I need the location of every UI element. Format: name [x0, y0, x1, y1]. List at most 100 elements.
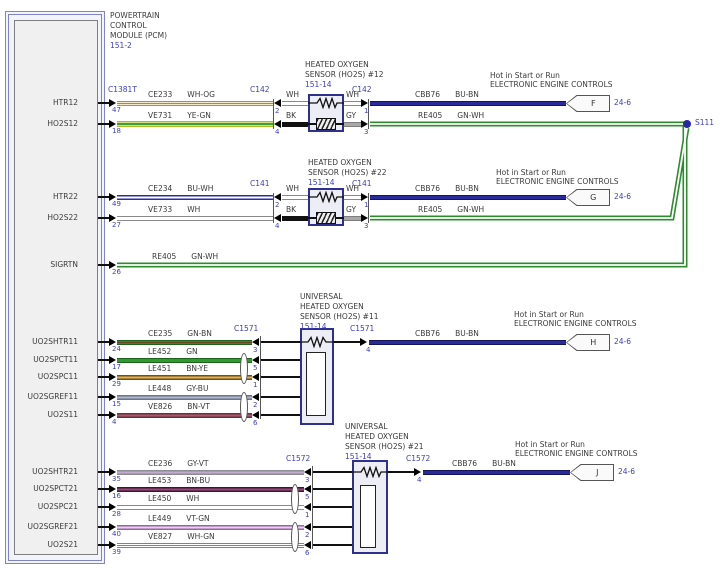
- wire-arrowhead: [109, 541, 116, 549]
- connector-c142-left-line: [273, 99, 274, 129]
- sensor-cell: [360, 485, 376, 548]
- dest-connector-j: J: [570, 464, 614, 481]
- connector-pin: 1: [253, 381, 258, 389]
- connector-pin: 3: [305, 476, 310, 484]
- connector-c1571-left-label: C1571: [234, 324, 259, 333]
- heater-element-icon: [316, 212, 336, 224]
- wire-cbb76-h: [369, 340, 566, 345]
- connector-c1571-right-label: C1571: [350, 324, 375, 333]
- sensor-zigzag-icon: [352, 466, 388, 478]
- dest-connector-f: F: [566, 95, 610, 112]
- circuit-id: VE733: [148, 205, 173, 214]
- connector-c141-right-label: C141: [352, 179, 372, 188]
- connector-pin: 4: [366, 346, 371, 354]
- pcm-pin-stub: [98, 414, 109, 416]
- u11-page-ref: 151-14: [300, 322, 327, 331]
- wire-arrowhead: [252, 411, 259, 419]
- circuit-id: CE236: [148, 459, 173, 468]
- pcm-pin-stub: [98, 506, 109, 508]
- circuit-id: CE233: [148, 90, 173, 99]
- connector-c1572-left-label: C1572: [286, 454, 311, 463]
- connector-c1572-right-label: C1572: [406, 454, 431, 463]
- wire-arrowhead: [304, 468, 311, 476]
- pcm-pin-stub: [98, 359, 109, 361]
- wire-le448: [117, 395, 252, 400]
- circuit-id: CBB76: [415, 184, 441, 193]
- stub-label: WH: [286, 90, 300, 99]
- wire-label: VE731 YE-GN: [148, 111, 211, 121]
- wire-color-code: BU-WH: [187, 184, 214, 193]
- dest-hot-label: Hot in Start or Run: [515, 440, 585, 449]
- wire-ve731: [117, 121, 273, 127]
- heater-lead: [308, 217, 318, 219]
- wire-cbb76-j: [423, 470, 570, 475]
- pcm-pin-label: UO2SPCT11: [33, 355, 78, 364]
- pcm-pin-number: 39: [112, 548, 121, 556]
- pcm-pin-number: 17: [112, 363, 121, 371]
- wire-arrowhead: [252, 356, 259, 364]
- u21-title-line2: HEATED OXYGEN: [345, 432, 409, 441]
- wire-color-code: BN-YE: [186, 364, 209, 373]
- s22-page-ref: 151-14: [308, 178, 335, 187]
- sensor-lead: [261, 396, 307, 398]
- circuit-id: VE731: [148, 111, 173, 120]
- wire-color-code: BN-BU: [186, 476, 211, 485]
- circuit-id: RE405: [418, 205, 443, 214]
- connector-pin: 2: [253, 401, 258, 409]
- wire-color-code: BN-VT: [187, 402, 210, 411]
- connector-pin: 1: [364, 107, 369, 115]
- wire-arrowhead: [109, 338, 116, 346]
- stub-wh: [282, 195, 308, 200]
- wire-arrowhead: [109, 485, 116, 493]
- pcm-pin-label: UO2SPC21: [37, 502, 78, 511]
- dest-page-ref: 24-6: [614, 98, 632, 107]
- wire-ce234: [117, 195, 273, 200]
- s12-page-ref: 151-14: [305, 80, 332, 89]
- wire-le453: [117, 487, 304, 492]
- sensor-lead: [261, 341, 302, 343]
- dest-name-label: ELECTRONIC ENGINE CONTROLS: [496, 177, 619, 186]
- sensor-lead: [261, 359, 307, 361]
- wire-arrowhead: [361, 193, 368, 201]
- connector-pin: 2: [275, 107, 280, 115]
- pcm-pin-stub: [98, 196, 109, 198]
- connector-c141-left-label: C141: [250, 179, 270, 188]
- wire-arrowhead: [109, 503, 116, 511]
- pcm-pin-label: HTR22: [53, 192, 78, 201]
- connector-pin: 4: [417, 476, 422, 484]
- sensor-zigzag-icon: [308, 97, 344, 109]
- wire-arrowhead: [109, 523, 116, 531]
- pcm-pin-number: 47: [112, 106, 121, 114]
- pcm-title-line3: MODULE (PCM): [110, 31, 168, 40]
- wire-color-code: BU-BN: [455, 184, 479, 193]
- splice-s111-dot: [683, 120, 691, 128]
- s12-title-line1: HEATED OXYGEN: [305, 60, 369, 69]
- sensor-lead: [261, 376, 307, 378]
- connector-pin: 4: [275, 128, 280, 136]
- u21-title-line3: SENSOR (HO2S) #21: [345, 442, 424, 451]
- pcm-title-line2: CONTROL: [110, 21, 147, 30]
- sensor-lead: [313, 506, 361, 508]
- pcm-pin-number: 40: [112, 530, 121, 538]
- stub-label: WH: [346, 90, 360, 99]
- wire-color-code: YE-GN: [187, 111, 211, 120]
- heater-lead: [334, 217, 344, 219]
- connector-c142-right-line: [368, 99, 369, 129]
- circuit-id: LE451: [148, 364, 172, 373]
- u11-title-line1: UNIVERSAL: [300, 292, 343, 301]
- circuit-id: LE448: [148, 384, 172, 393]
- pcm-pin-number: 16: [112, 492, 121, 500]
- pcm-pin-number: 28: [112, 510, 121, 518]
- stub-wh: [344, 195, 361, 200]
- connector-c141-left-line: [273, 193, 274, 223]
- circuit-id: CE235: [148, 329, 173, 338]
- sensor-zigzag-icon: [300, 336, 334, 348]
- wire-arrowhead: [274, 99, 281, 107]
- heater-lead: [334, 123, 344, 125]
